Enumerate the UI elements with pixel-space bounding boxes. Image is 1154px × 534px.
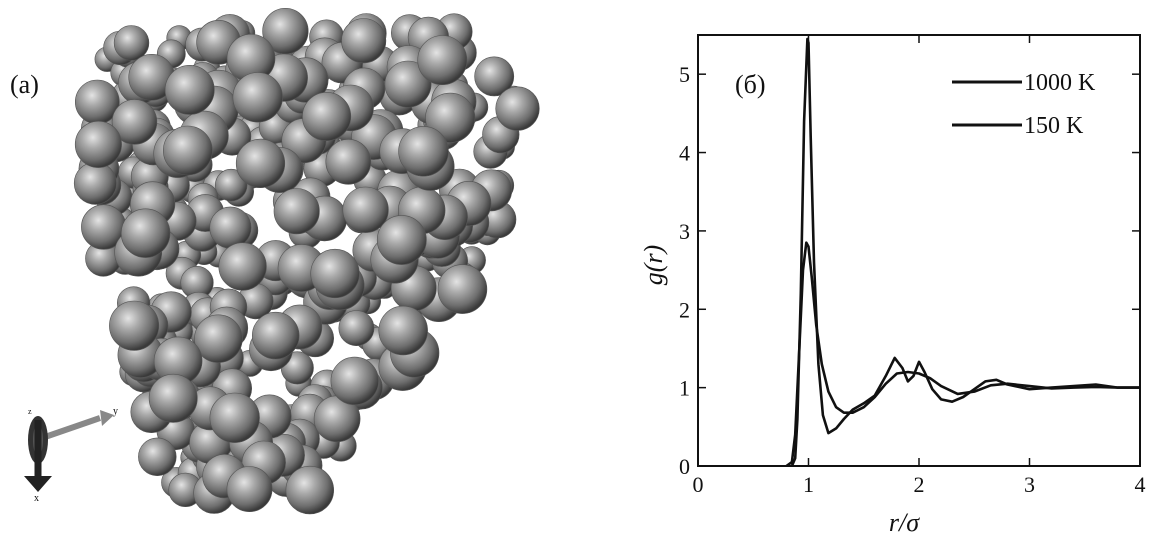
x-tick-label: 3 bbox=[1024, 472, 1035, 497]
legend-label-1000k: 1000 K bbox=[1024, 70, 1096, 96]
series-line-150k bbox=[790, 37, 1140, 467]
atom-sphere bbox=[495, 86, 540, 131]
sphere-cluster-panel: y x z bbox=[24, 8, 540, 515]
panel-label-a: (a) bbox=[10, 70, 39, 99]
atom-sphere bbox=[378, 305, 428, 356]
atom-sphere bbox=[163, 125, 213, 176]
atom-sphere bbox=[398, 126, 449, 177]
legend-label-150k: 150 K bbox=[1024, 113, 1084, 139]
atom-sphere bbox=[209, 392, 260, 443]
plot-frame bbox=[697, 34, 1141, 467]
atom-sphere bbox=[120, 208, 171, 258]
y-tick-label: 5 bbox=[679, 62, 690, 87]
atom-sphere bbox=[252, 311, 300, 360]
atom-sphere bbox=[226, 466, 273, 513]
axis-label-z: z bbox=[28, 407, 32, 416]
atom-sphere bbox=[194, 314, 243, 363]
atom-sphere bbox=[218, 242, 267, 291]
atom-sphere bbox=[215, 168, 248, 202]
chart-axes: 0 1 2 3 4 0 1 2 3 4 5 bbox=[679, 34, 1146, 497]
y-tick-label: 3 bbox=[679, 219, 690, 244]
atom-sphere bbox=[302, 92, 352, 142]
atom-sphere bbox=[474, 56, 515, 97]
atom-sphere bbox=[384, 60, 432, 108]
atom-sphere bbox=[342, 186, 389, 233]
atom-sphere bbox=[148, 373, 198, 423]
y-tick-label: 0 bbox=[679, 454, 690, 479]
y-tick-label: 1 bbox=[679, 376, 690, 401]
atom-sphere bbox=[437, 264, 488, 314]
atom-sphere bbox=[109, 300, 160, 351]
atom-sphere bbox=[341, 18, 387, 64]
y-tick-label: 4 bbox=[679, 141, 690, 166]
axis-label-x: x bbox=[34, 493, 39, 504]
x-axis-label: r/σ bbox=[889, 508, 920, 534]
x-tick-label: 2 bbox=[914, 472, 925, 497]
atom-sphere bbox=[425, 92, 476, 143]
chart-series bbox=[785, 37, 1140, 468]
atom-sphere bbox=[74, 120, 122, 168]
atom-sphere bbox=[113, 25, 150, 61]
atom-sphere bbox=[285, 465, 334, 515]
atom-sphere bbox=[138, 437, 177, 476]
x-tick-label: 0 bbox=[693, 472, 704, 497]
y-tick-label: 2 bbox=[679, 297, 690, 322]
coordinate-axes-icon: y x z bbox=[24, 406, 118, 504]
atom-spheres bbox=[73, 8, 540, 515]
atom-sphere bbox=[111, 99, 158, 145]
atom-sphere bbox=[376, 215, 427, 265]
atom-sphere bbox=[273, 188, 320, 235]
y-axis-label: g(r) bbox=[640, 245, 668, 285]
series-line-1000k bbox=[785, 241, 1140, 468]
atom-sphere bbox=[232, 72, 283, 123]
axis-label-y: y bbox=[113, 406, 118, 417]
atom-sphere bbox=[330, 356, 379, 406]
x-tick-label: 4 bbox=[1135, 472, 1146, 497]
atom-sphere bbox=[164, 65, 215, 115]
x-tick-label: 1 bbox=[803, 472, 814, 497]
atom-sphere bbox=[235, 138, 286, 188]
legend: 1000 K 150 K bbox=[952, 70, 1096, 139]
atom-sphere bbox=[325, 139, 372, 185]
atom-sphere bbox=[338, 310, 375, 347]
atom-sphere bbox=[209, 206, 252, 249]
panel-label-b: (б) bbox=[735, 70, 766, 99]
rdf-chart: 0 1 2 3 4 0 1 2 3 4 5 (б) 1000 K 150 K r/σ g(r) bbox=[640, 34, 1146, 534]
atom-sphere bbox=[310, 248, 360, 299]
atom-sphere bbox=[73, 161, 117, 205]
atom-sphere bbox=[417, 35, 468, 86]
